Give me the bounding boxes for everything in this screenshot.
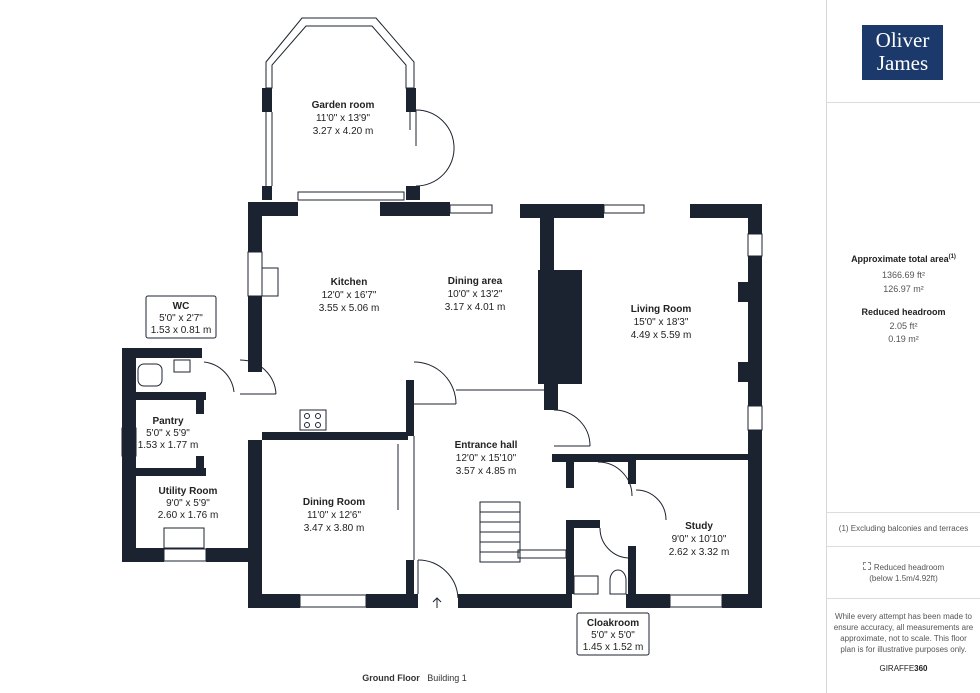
disclaimer-line: While every attempt has been made to (835, 612, 972, 621)
divider (827, 546, 980, 547)
room-imperial-cloakroom: 5'0" x 5'0" (591, 630, 635, 641)
area-title-text: Approximate total area (851, 254, 949, 264)
room-name-living-room: Living Room (631, 304, 692, 315)
reduced-legend: Reduced headroom (827, 562, 980, 572)
reduced-m: 0.19 m² (888, 334, 919, 344)
logo-line-1: Oliver (875, 28, 930, 52)
area-m: 126.97 m² (883, 284, 924, 294)
disclaimer-line: plan is for illustrative purposes only. (840, 645, 967, 654)
room-metric-dining-area: 3.17 x 4.01 m (445, 302, 506, 313)
area-title-mark: (1) (948, 254, 956, 260)
room-name-utility-room: Utility Room (159, 486, 218, 497)
reduced-legend-sub: (below 1.5m/4.92ft) (869, 574, 938, 583)
room-imperial-dining-area: 10'0" x 13'2" (448, 289, 503, 300)
room-imperial-living-room: 15'0" x 18'3" (634, 317, 689, 328)
reduced-legend-swatch (862, 562, 871, 570)
building-name: Building 1 (427, 673, 467, 683)
disclaimer-line: ensure accuracy, all measurements are (833, 623, 974, 632)
reduced-title: Reduced headroom (861, 307, 946, 317)
divider (827, 102, 980, 103)
info-panel: Oliver James Approximate total area(1) 1… (826, 0, 980, 693)
room-imperial-pantry: 5'0" x 5'9" (146, 428, 190, 439)
room-name-dining-area: Dining area (448, 276, 503, 287)
floor-plan: Garden room 11'0" x 13'9" 3.27 x 4.20 m … (121, 17, 763, 683)
floor-name: Ground Floor (362, 673, 420, 683)
room-metric-living-room: 4.49 x 5.59 m (631, 330, 692, 341)
reduced-legend-text: Reduced headroom (873, 563, 945, 572)
room-imperial-study: 9'0" x 10'10" (672, 534, 727, 545)
logo-line-2: James (876, 51, 929, 75)
room-name-kitchen: Kitchen (331, 277, 368, 288)
agency-logo: Oliver James (862, 25, 943, 80)
excluding-note: (1) Excluding balconies and terraces (838, 524, 969, 533)
room-imperial-entrance-hall: 12'0" x 15'10" (456, 453, 517, 464)
room-metric-wc: 1.53 x 0.81 m (151, 325, 212, 336)
divider (827, 598, 980, 599)
room-metric-study: 2.62 x 3.32 m (669, 547, 730, 558)
room-name-cloakroom: Cloakroom (587, 618, 639, 629)
room-imperial-kitchen: 12'0" x 16'7" (322, 290, 377, 301)
room-metric-kitchen: 3.55 x 5.06 m (319, 303, 380, 314)
room-imperial-garden-room: 11'0" x 13'9" (316, 113, 371, 124)
room-name-pantry: Pantry (152, 416, 184, 427)
credit: GIRAFFE360 (827, 664, 980, 673)
credit-b: 360 (914, 664, 928, 673)
room-name-entrance-hall: Entrance hall (455, 440, 518, 451)
room-metric-garden-room: 3.27 x 4.20 m (313, 126, 374, 137)
fittings (121, 17, 763, 608)
room-metric-pantry: 1.53 x 1.77 m (138, 440, 199, 451)
room-metric-entrance-hall: 3.57 x 4.85 m (456, 466, 517, 477)
room-name-dining-room: Dining Room (303, 497, 365, 508)
room-metric-dining-room: 3.47 x 3.80 m (304, 523, 365, 534)
divider (827, 512, 980, 513)
room-imperial-dining-room: 11'0" x 12'6" (307, 510, 362, 521)
area-title: Approximate total area(1) (827, 254, 980, 264)
room-imperial-utility-room: 9'0" x 5'9" (166, 498, 210, 509)
room-name-garden-room: Garden room (312, 100, 375, 111)
credit-a: GIRAFFE (879, 664, 915, 673)
disclaimer-line: approximate, not to scale. This floor (840, 634, 967, 643)
reduced-ft: 2.05 ft² (889, 321, 918, 331)
room-imperial-wc: 5'0" x 2'7" (159, 313, 203, 324)
room-name-wc: WC (173, 301, 190, 312)
walls (122, 88, 762, 608)
area-ft: 1366.69 ft² (881, 270, 926, 280)
room-metric-cloakroom: 1.45 x 1.52 m (583, 642, 644, 653)
room-name-study: Study (685, 521, 713, 532)
room-metric-utility-room: 2.60 x 1.76 m (158, 510, 219, 521)
room-labels: Garden room 11'0" x 13'9" 3.27 x 4.20 m … (138, 100, 730, 683)
